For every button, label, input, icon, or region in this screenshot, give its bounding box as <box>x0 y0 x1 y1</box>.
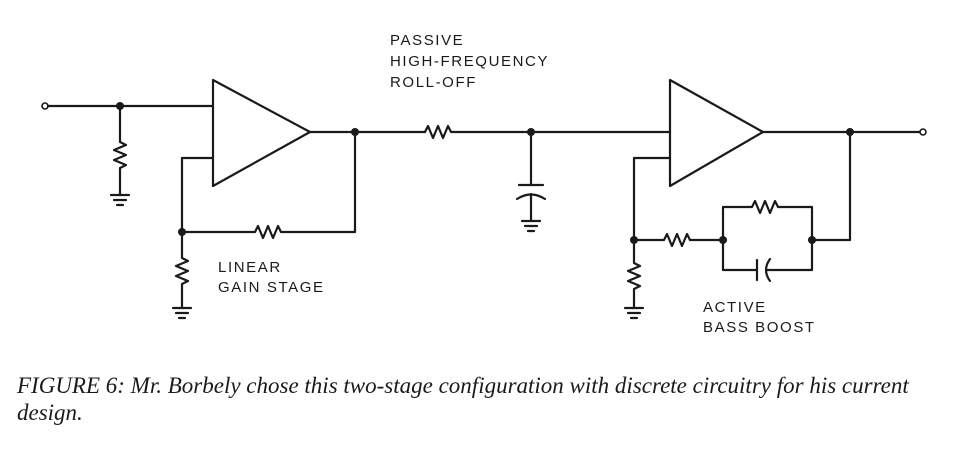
amp2-inverting-input-wire <box>632 156 672 242</box>
amp1-feedback-resistor <box>180 130 357 240</box>
amp2-ground-resistor <box>626 238 642 310</box>
amplifier-1 <box>211 78 312 188</box>
label-passive-line-1: PASSIVE <box>390 32 464 49</box>
label-passive-line-3: ROLL-OFF <box>390 74 477 91</box>
label-passive-line-2: HIGH-FREQUENCY <box>390 53 549 70</box>
ground-symbol-4 <box>623 306 645 320</box>
bass-boost-parallel-resistor <box>721 199 814 242</box>
label-active-line-1: ACTIVE <box>703 299 767 316</box>
rolloff-resistor <box>423 124 672 140</box>
amplifier-2 <box>668 78 765 188</box>
figure-caption: FIGURE 6: Mr. Borbely chose this two-sta… <box>17 373 909 425</box>
bass-boost-return-wire <box>810 130 852 242</box>
ground-symbol-1 <box>109 193 131 207</box>
label-active-line-2: BASS BOOST <box>703 319 816 336</box>
label-linear-line-2: GAIN STAGE <box>218 279 325 296</box>
amp1-inverting-input-wire <box>180 156 215 234</box>
amp1-ground-resistor <box>174 230 190 310</box>
label-linear-line-1: LINEAR <box>218 259 282 276</box>
ground-symbol-2 <box>171 306 193 320</box>
ground-symbol-3 <box>520 219 542 233</box>
output-terminal <box>919 128 927 136</box>
bass-boost-series-resistor <box>632 232 725 248</box>
input-shunt-resistor <box>112 104 128 197</box>
bass-boost-capacitor <box>721 238 814 283</box>
amp1-output-junction <box>351 128 359 136</box>
